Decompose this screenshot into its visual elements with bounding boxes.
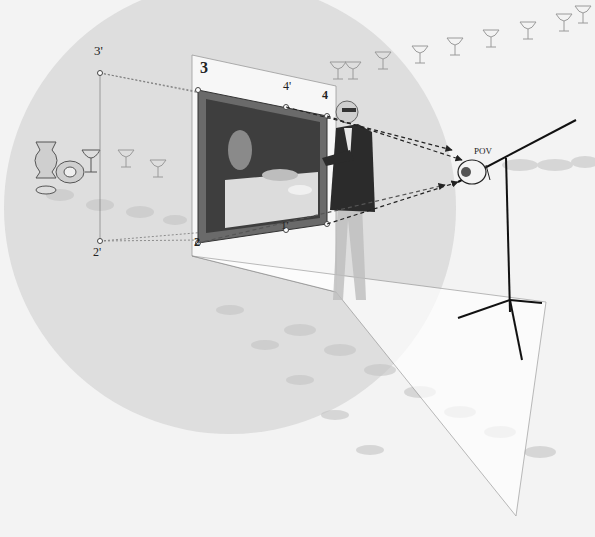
- corner-label: 1': [281, 220, 288, 231]
- sphere: [4, 0, 456, 434]
- eye: [458, 160, 490, 184]
- corner-label: 2: [194, 236, 200, 248]
- picture-plane: [192, 55, 336, 292]
- painting: [196, 88, 330, 246]
- man: [322, 101, 375, 300]
- corner-label: 3: [200, 60, 208, 76]
- corner-point: [98, 239, 103, 244]
- mic-stand: [458, 120, 576, 360]
- viewpoint-label: POV: [474, 147, 492, 156]
- projection-edge: [100, 73, 101, 241]
- corner-point: [98, 71, 103, 76]
- corner-label: 4': [283, 80, 291, 92]
- still-life-objects: [35, 142, 100, 194]
- corner-label: 4: [322, 89, 328, 101]
- ground-plane: [192, 256, 546, 516]
- corner-label: 2': [93, 246, 101, 258]
- corner-label: 3': [94, 44, 103, 57]
- sight-lines: [198, 107, 462, 243]
